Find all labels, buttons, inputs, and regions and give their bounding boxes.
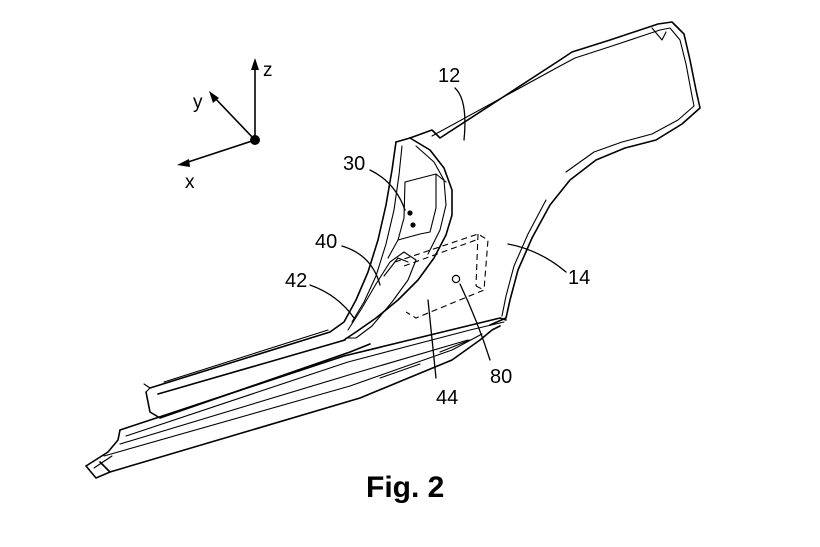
x-arrow-icon <box>177 159 190 167</box>
ref-14: 14 <box>568 267 590 289</box>
reinforcement-40 <box>345 251 417 339</box>
reference-numerals: 12 14 30 40 42 44 80 <box>285 65 590 409</box>
origin-dot <box>250 135 260 145</box>
ref-80: 80 <box>490 366 512 388</box>
x-axis <box>181 139 256 165</box>
z-axis-label: z <box>263 60 273 81</box>
y-axis <box>211 94 256 141</box>
y-axis-label: y <box>193 92 203 113</box>
x-axis-label: x <box>185 172 195 193</box>
pillar-30 <box>329 137 453 341</box>
y-arrow-icon <box>209 91 219 103</box>
ref-30: 30 <box>343 153 365 175</box>
leader-lines <box>309 87 567 379</box>
ref-42: 42 <box>285 270 307 292</box>
z-arrow-icon <box>251 58 259 70</box>
ref-40: 40 <box>315 231 337 253</box>
figure-caption: Fig. 2 <box>366 471 444 504</box>
hidden-element-44 <box>394 233 489 319</box>
ref-44: 44 <box>436 387 458 409</box>
side-sill <box>85 317 507 479</box>
ref-12: 12 <box>438 65 460 87</box>
coordinate-axes: z y x <box>177 58 273 193</box>
hole-80 <box>451 274 461 284</box>
